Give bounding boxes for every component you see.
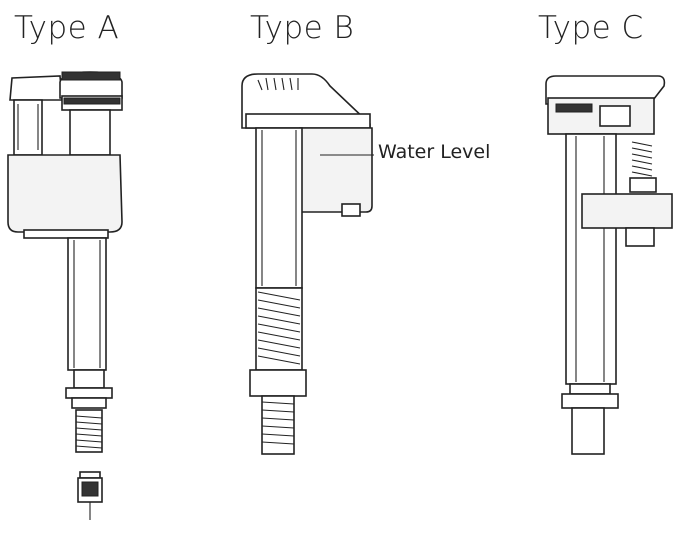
- type-b-label: Type B: [250, 10, 355, 46]
- type-c-label: Type C: [538, 10, 644, 46]
- type-c-valve: [545, 75, 673, 455]
- type-b-valve: [241, 73, 374, 455]
- type-a-valve: [7, 71, 123, 520]
- water-level-label: Water Level: [378, 141, 491, 163]
- type-a-label: Type A: [14, 10, 120, 46]
